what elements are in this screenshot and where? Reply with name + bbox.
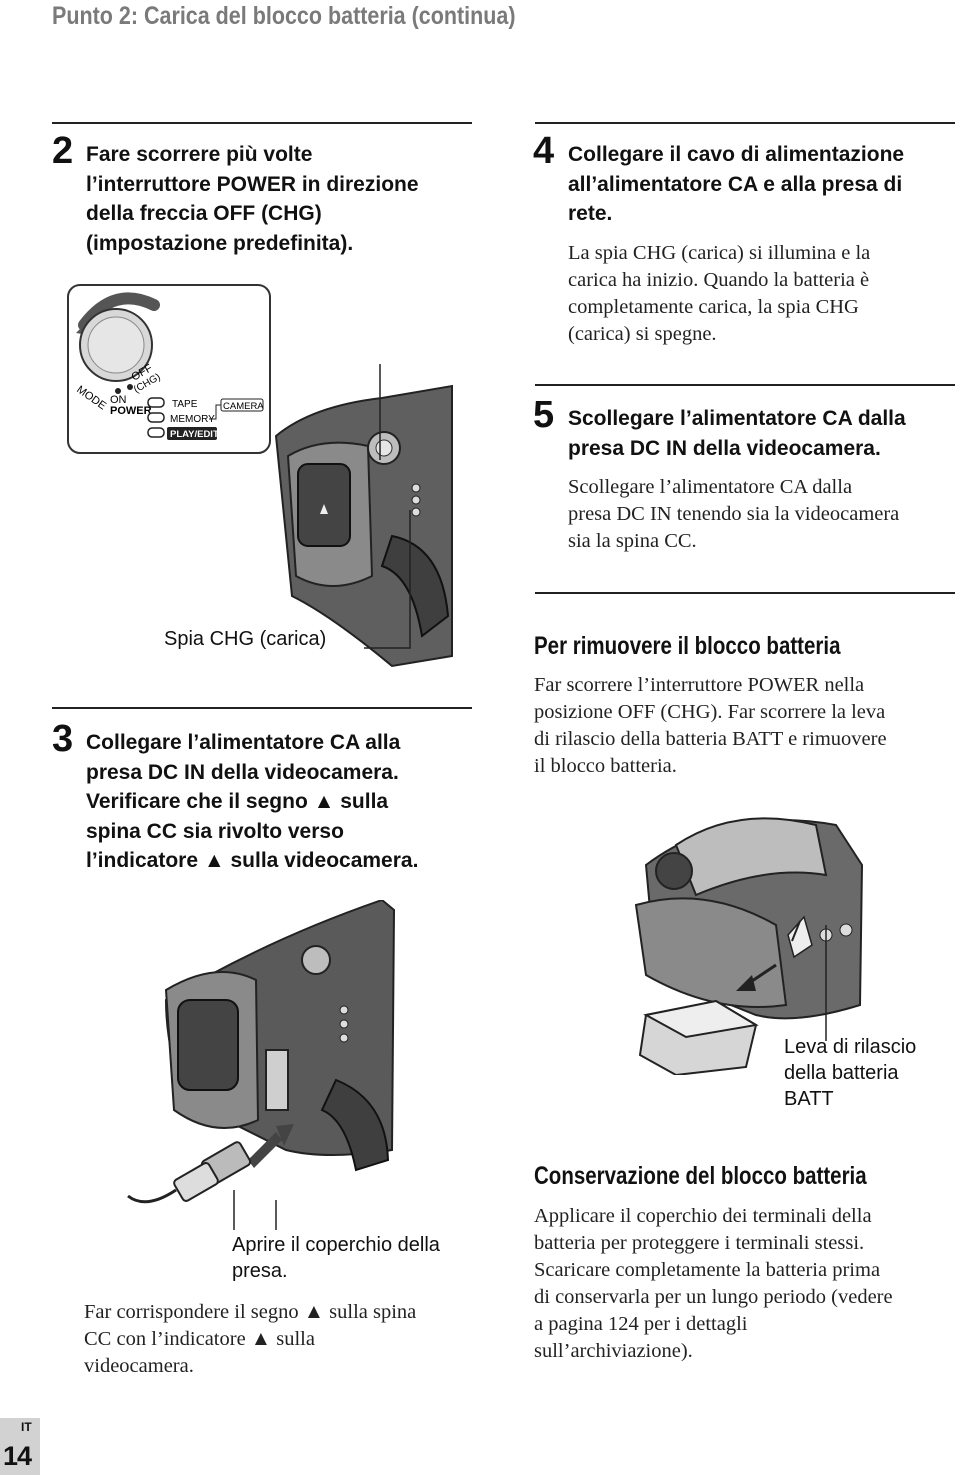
page-number: 14: [3, 1441, 32, 1471]
divider-step-2: [52, 122, 472, 124]
step-5-text: Scollegare l’alimentatore CA dalla presa…: [568, 404, 960, 463]
step-4-body-line: carica ha inizio. Quando la batteria è: [568, 269, 870, 291]
step-3-line: Verificare che il segno ▲ sulla: [86, 790, 389, 813]
memory-lamp: [147, 412, 165, 423]
step-5-body-line: presa DC IN tenendo sia la videocamera: [568, 503, 900, 525]
battery-removal-illustration: [634, 817, 864, 1075]
step-2-line: (impostazione predefinita).: [86, 231, 354, 255]
remove-battery-line: Far scorrere l’interruttore POWER nella: [534, 674, 865, 696]
tape-lamp: [147, 397, 165, 408]
step-4-body-line: (carica) si spegne.: [568, 323, 717, 345]
step-2-number: 2: [52, 130, 74, 172]
batt-release-caption: Leva di rilascio della batteria BATT: [784, 1034, 916, 1112]
match-mark-line: videocamera.: [84, 1355, 194, 1377]
divider-step-5: [535, 384, 955, 386]
store-battery-line: Applicare il coperchio dei terminali del…: [534, 1205, 872, 1227]
step-5-body-line: sia la spina CC.: [568, 530, 697, 552]
power-switch-diagram: MODE ON OFF (CHG) POWER TAPE MEMORY PLAY…: [67, 284, 271, 454]
step-2-line: Fare scorrere più volte: [86, 143, 313, 166]
step-3-text: Collegare l’alimentatore CA alla presa D…: [86, 728, 476, 876]
camcorder-illustration-top: [274, 384, 453, 668]
open-cover-caption: Aprire il coperchio della presa.: [232, 1232, 440, 1284]
divider-remove-battery: [535, 592, 955, 594]
batt-release-line: della batteria: [784, 1062, 899, 1084]
step-4-body-line: La spia CHG (carica) si illumina e la: [568, 242, 871, 264]
remove-battery-heading: Per rimuovere il blocco batteria: [534, 632, 841, 660]
remove-battery-line: il blocco batteria.: [534, 755, 677, 777]
page-title: Punto 2: Carica del blocco batteria (con…: [52, 2, 516, 30]
step-2-text: Fare scorrere più volte l’interruttore P…: [86, 140, 476, 258]
batt-release-line: Leva di rilascio: [784, 1036, 917, 1058]
open-cover-line: Aprire il coperchio della: [232, 1234, 440, 1256]
chg-lamp-callout-line: [364, 364, 411, 649]
step-3-line: l’indicatore ▲ sulla videocamera.: [86, 849, 419, 872]
on-label: ON: [110, 394, 127, 406]
remove-battery-body: Far scorrere l’interruttore POWER nella …: [534, 672, 954, 780]
camera-label: CAMERA: [223, 401, 264, 412]
divider-step-3: [52, 707, 472, 709]
play-edit-label: PLAY/EDIT: [170, 429, 219, 440]
batt-release-line: BATT: [784, 1088, 834, 1110]
off-dot: [127, 384, 133, 390]
language-code: IT: [21, 1420, 32, 1434]
match-mark-line: Far corrispondere il segno ▲ sulla spina: [84, 1301, 417, 1323]
step-5-line: Scollegare l’alimentatore CA dalla: [568, 407, 906, 430]
step-4-line: all’alimentatore CA e alla presa di: [568, 172, 903, 196]
remove-battery-line: posizione OFF (CHG). Far scorrere la lev…: [534, 701, 886, 723]
step-2-line: l’interruttore POWER in direzione: [86, 172, 419, 196]
step-3-line: presa DC IN della videocamera.: [86, 760, 399, 784]
store-battery-line: sull’archiviazione).: [534, 1340, 693, 1362]
match-mark-line: CC con l’indicatore ▲ sulla: [84, 1328, 315, 1350]
step-4-line: Collegare il cavo di alimentazione: [568, 143, 905, 166]
chg-lamp-caption: Spia CHG (carica): [164, 628, 327, 650]
open-cover-line: presa.: [232, 1260, 288, 1282]
tape-label: TAPE: [172, 399, 198, 410]
step-5-number: 5: [533, 394, 555, 436]
store-battery-body: Applicare il coperchio dei terminali del…: [534, 1203, 954, 1365]
memory-label: MEMORY: [170, 414, 215, 425]
divider-step-4: [535, 122, 955, 124]
step-4-body-line: completamente carica, la spia CHG: [568, 296, 859, 318]
step-4-line: rete.: [568, 202, 613, 225]
step-5-body-line: Scollegare l’alimentatore CA dalla: [568, 476, 853, 498]
store-battery-line: batteria per proteggere i terminali stes…: [534, 1232, 865, 1254]
step-5-body: Scollegare l’alimentatore CA dalla presa…: [568, 474, 958, 555]
on-dot: [115, 388, 121, 394]
store-battery-line: a pagina 124 per i dettagli: [534, 1313, 748, 1335]
step-2-line: della freccia OFF (CHG): [86, 202, 322, 225]
power-label: POWER: [110, 405, 152, 417]
camcorder-dc-plug-illustration: [127, 900, 396, 1230]
store-battery-line: di conservarla per un lungo periodo (ved…: [534, 1286, 893, 1308]
step-4-text: Collegare il cavo di alimentazione all’a…: [568, 140, 960, 229]
store-battery-heading: Conservazione del blocco batteria: [534, 1162, 867, 1190]
step-4-body: La spia CHG (carica) si illumina e la ca…: [568, 240, 958, 348]
step-3-line: Collegare l’alimentatore CA alla: [86, 731, 401, 754]
remove-battery-line: di rilascio della batteria BATT e rimuov…: [534, 728, 887, 750]
play-edit-lamp: [147, 427, 165, 438]
step-3-line: spina CC sia rivolto verso: [86, 819, 344, 843]
store-battery-line: Scaricare completamente la batteria prim…: [534, 1259, 881, 1281]
page-side-tab: [0, 1418, 40, 1475]
step-5-line: presa DC IN della videocamera.: [568, 436, 881, 460]
match-mark-caption: Far corrispondere il segno ▲ sulla spina…: [84, 1299, 484, 1380]
step-4-number: 4: [533, 130, 555, 172]
step-3-number: 3: [52, 718, 74, 760]
